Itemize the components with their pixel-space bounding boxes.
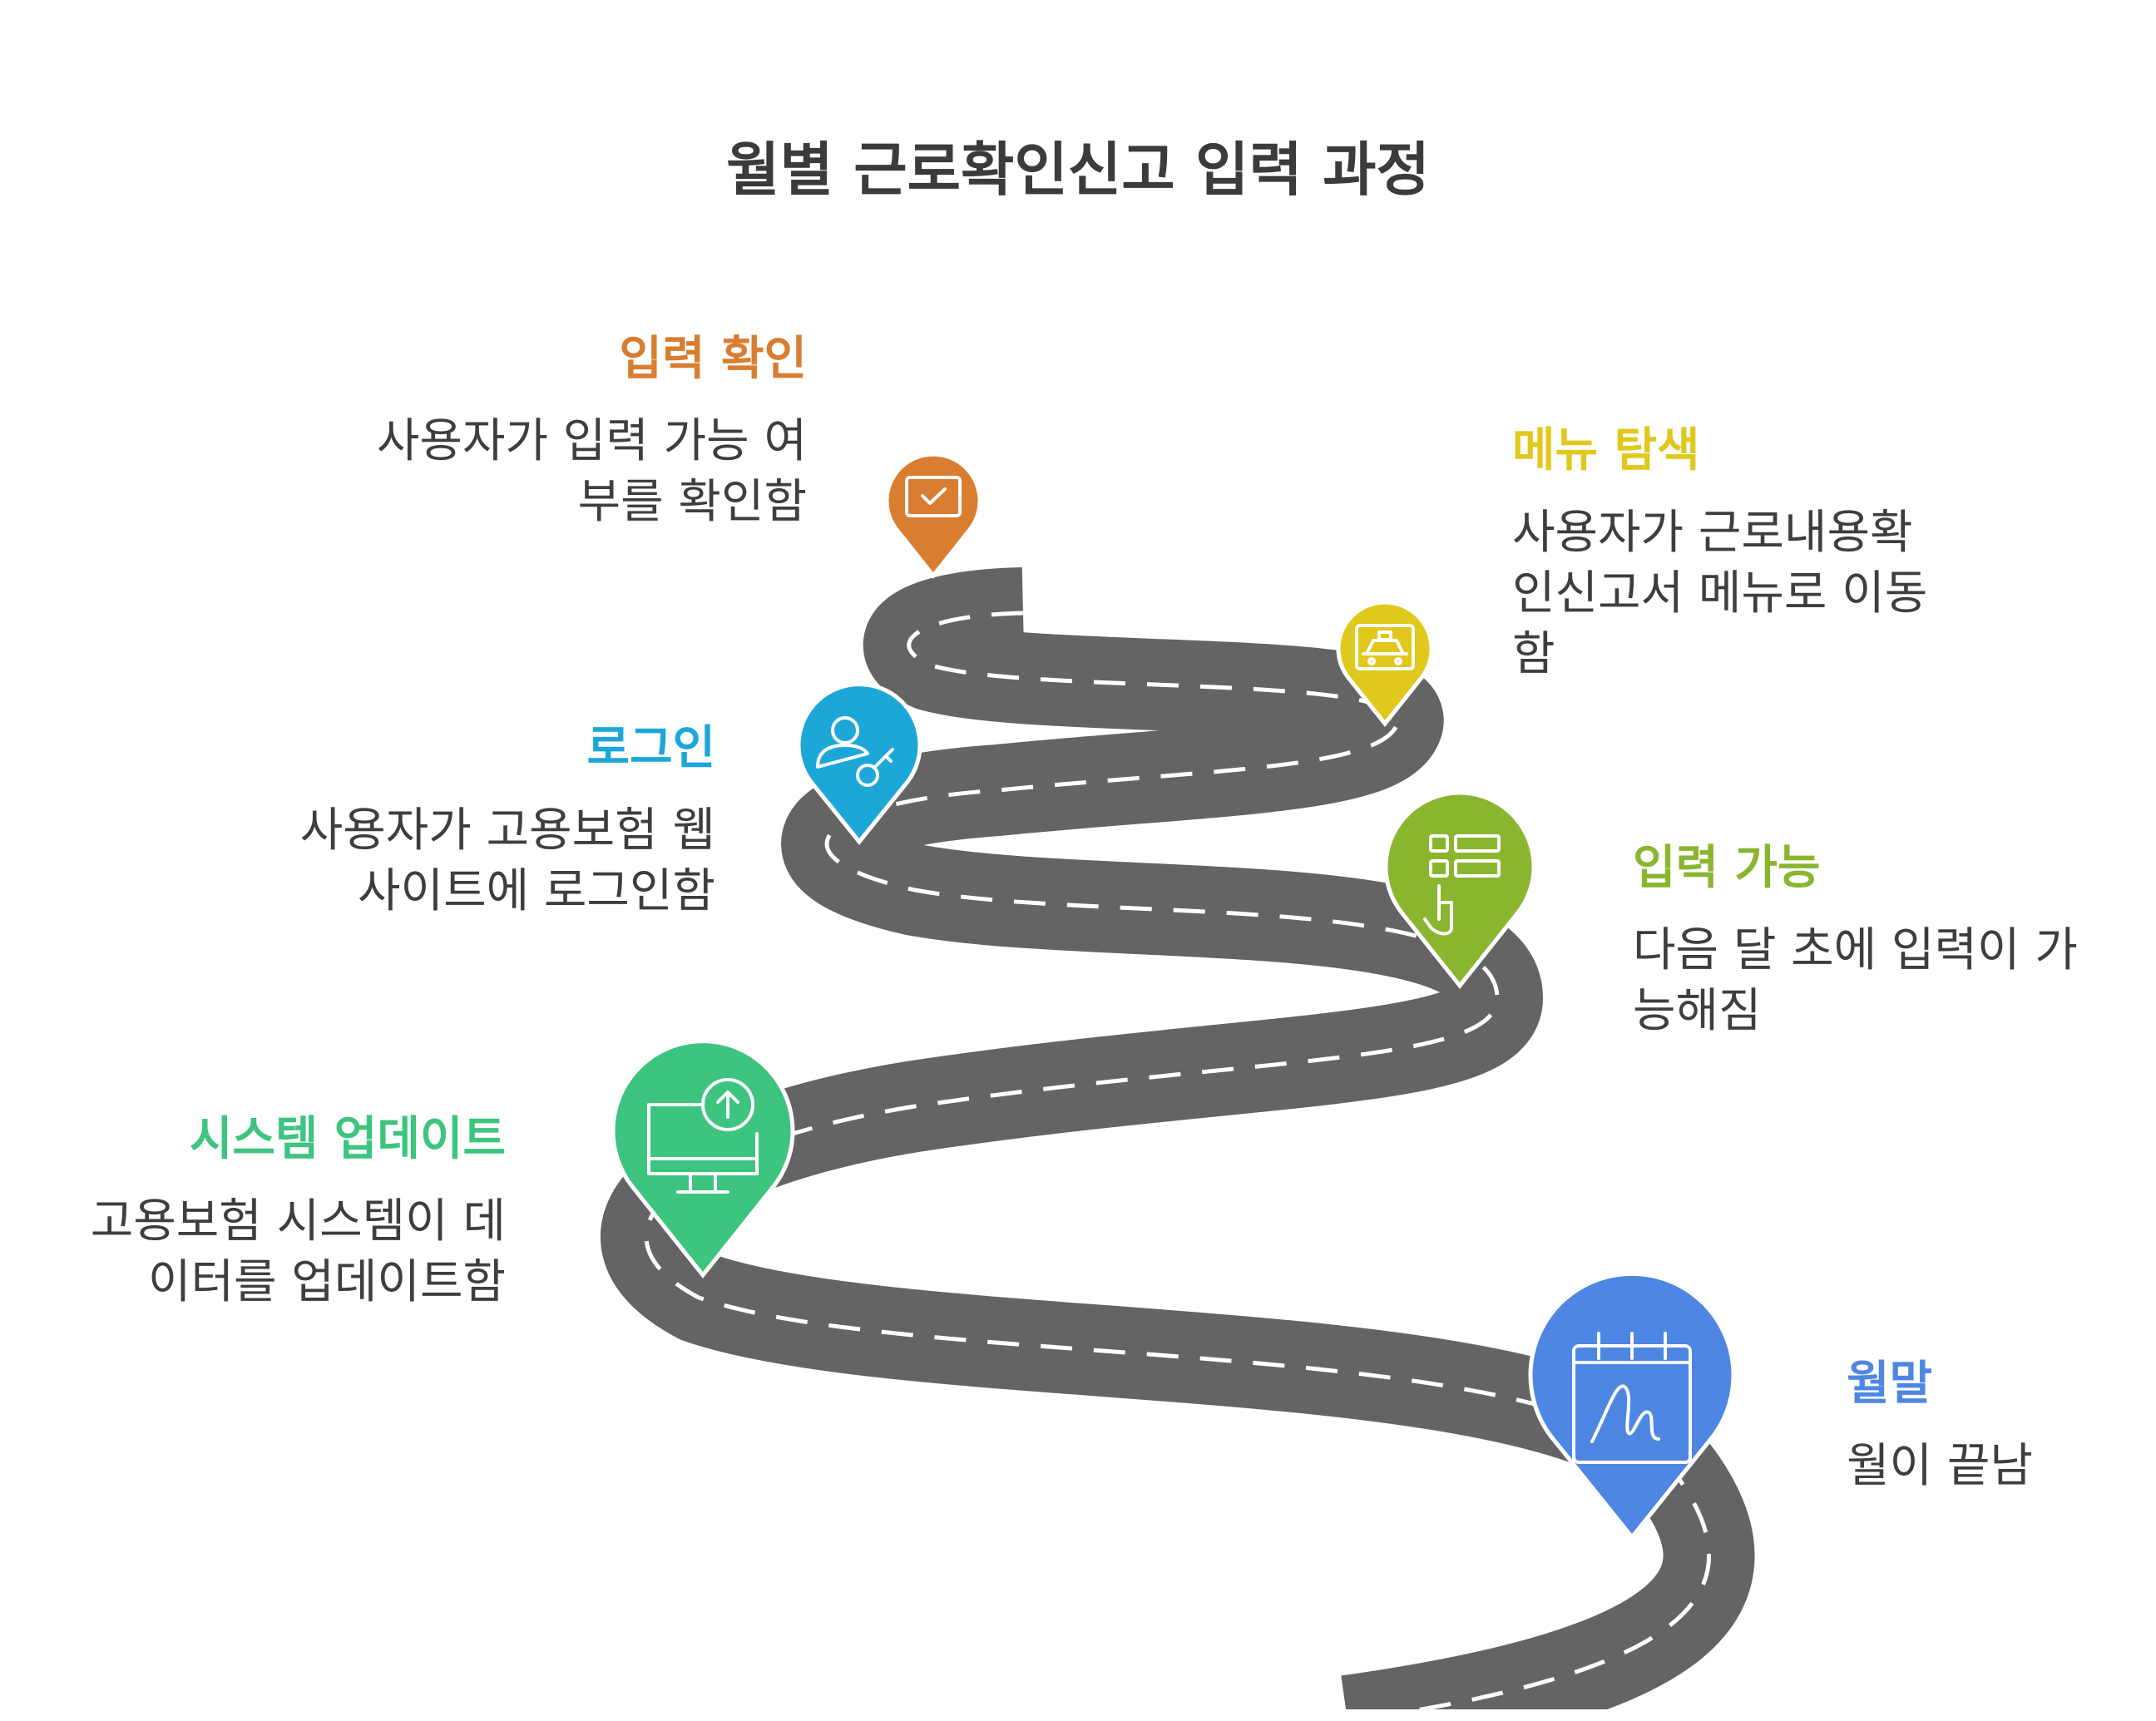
step-heading: 시스템 업데이트 [189,1112,506,1166]
description-line: 사용자가 고용보험 웹 [299,804,715,858]
step-login: 로그인 사용자가 고용보험 웹 사이트에 로그인함 [83,720,715,922]
description-line: 사용자가 근로내용확 [1512,506,1913,561]
step-monthend: 월말 월이 끝남 [1847,1356,2146,1497]
step-heading: 로그인 [586,721,715,775]
pin-body [1383,790,1536,990]
step-description: 사용자가 고용보험 웹 사이트에 로그인함 [83,801,715,922]
description-line: 부를 확인함 [577,474,807,529]
step-available: 입력 가능 다음 달 초에 입력이 가 능해짐 [1633,840,2149,1042]
pin-body [796,682,922,845]
road-surface [601,567,1755,1721]
pin-login [796,682,922,845]
step-description: 월이 끝남 [1847,1437,2146,1497]
description-line: 함 [1512,626,1555,681]
step-heading: 입력 가능 [1633,841,1821,895]
step-confirm: 입력 확인 사용자가 입력 가능 여 부를 확인함 [175,331,807,533]
step-heading: 입력 확인 [619,332,807,386]
step-description: 사용자가 입력 가능 여 부를 확인함 [175,412,807,533]
checkbox-icon [905,476,962,517]
step-heading: 월말 [1847,1357,1933,1411]
step-menu: 메뉴 탐색 사용자가 근로내용확 인신고서 메뉴로 이동 함 [1512,423,2045,685]
pin-confirm [884,452,982,580]
description-line: 다음 달 초에 입력이 가 [1633,923,2078,978]
pin-update [611,1039,795,1279]
step-update: 시스템 업데이트 고용보험 시스템이 데 이터를 업데이트함 [7,1111,506,1313]
description-line: 월이 끝남 [1847,1439,2033,1494]
description-line: 사이트에 로그인함 [358,863,715,918]
taxi-icon [1355,624,1415,670]
calendar-signature-icon [1572,1332,1692,1464]
pin-body [1336,600,1434,728]
step-description: 다음 달 초에 입력이 가 능해짐 [1633,921,2149,1042]
step-heading: 메뉴 탐색 [1512,423,1700,477]
description-line: 고용보험 시스템이 데 [90,1194,506,1249]
description-line: 이터를 업데이트함 [148,1254,506,1309]
description-line: 능해짐 [1633,983,1762,1038]
pin-monthend [1528,1271,1736,1540]
description-line: 인신고서 메뉴로 이동 [1512,566,1928,621]
user-key-icon [816,716,894,787]
step-description: 사용자가 근로내용확 인신고서 메뉴로 이동 함 [1512,503,2045,685]
pin-menu [1336,600,1434,728]
road-end-mask [1165,1709,1913,1721]
diagram-title: 월별 근로확인신고 입력 과정 [726,136,1430,204]
touch-list-icon [1423,834,1501,936]
pin-body [1528,1271,1736,1540]
step-description: 고용보험 시스템이 데 이터를 업데이트함 [7,1192,506,1313]
description-line: 사용자가 입력 가능 여 [376,414,807,469]
pin-available [1383,790,1536,990]
monitor-upload-icon [647,1078,759,1194]
